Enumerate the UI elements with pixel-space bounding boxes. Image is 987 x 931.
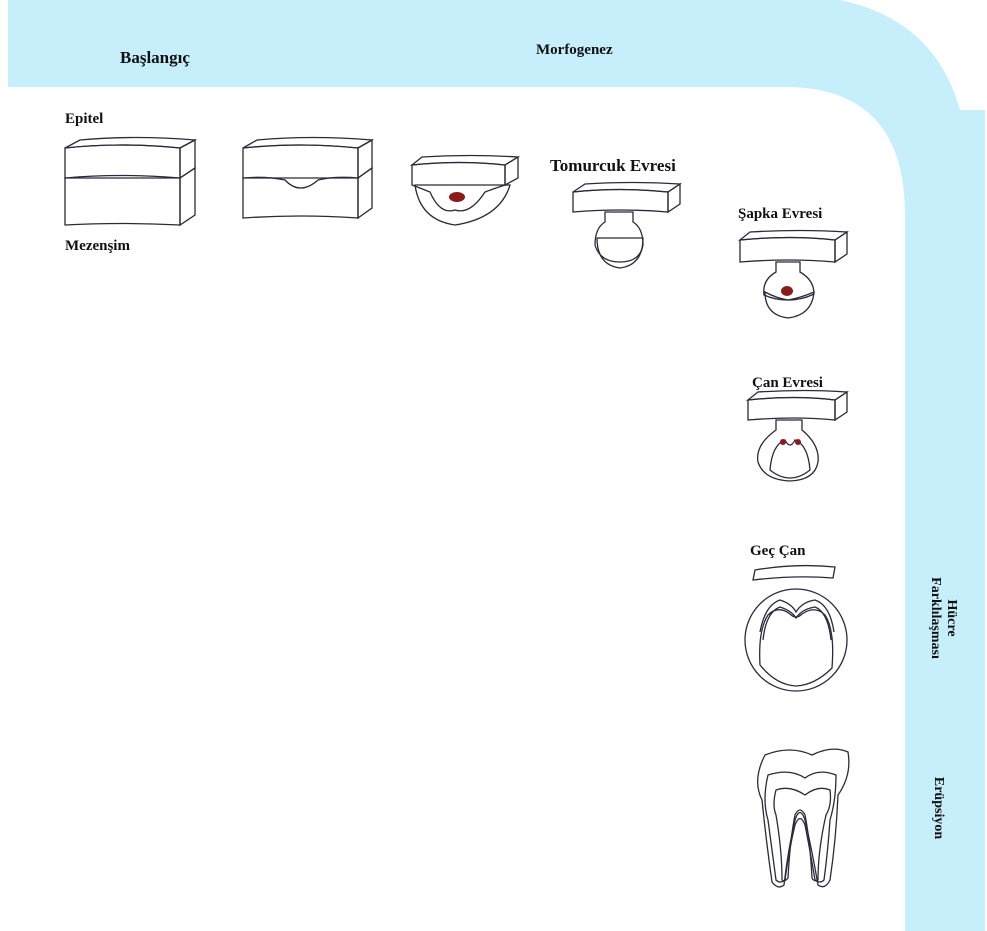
late-bell-illustration <box>745 566 847 691</box>
side-eruption-label: Erüpsiyon <box>931 777 946 839</box>
stage-band <box>8 0 985 931</box>
header-morphogenesis-label: Morfogenez <box>536 42 613 58</box>
bell-stage-label: Çan Evresi <box>752 375 823 391</box>
cap-stage-label: Şapka Evresi <box>738 206 822 222</box>
invagination-illustration <box>412 156 518 226</box>
side-eruption-text: Erüpsiyon <box>931 777 946 839</box>
late-bell-label: Geç Çan <box>750 543 806 559</box>
bud-stage-label: Tomurcuk Evresi <box>550 156 676 175</box>
erupted-tooth-illustration <box>758 749 849 887</box>
mesenchyme-label: Mezenşim <box>65 238 130 254</box>
header-initiation-label: Başlangıç <box>120 48 190 67</box>
bud-stage-illustration <box>573 183 680 269</box>
epithelium-label: Epitel <box>65 111 103 127</box>
side-diff-line1: Hücre <box>944 599 959 636</box>
side-diff-line2: Farklılaşması <box>928 577 943 659</box>
thickening-block-illustration <box>243 138 372 219</box>
cap-stage-illustration <box>740 231 847 319</box>
bell-stage-illustration <box>748 391 847 482</box>
initiation-block-illustration <box>65 138 195 226</box>
